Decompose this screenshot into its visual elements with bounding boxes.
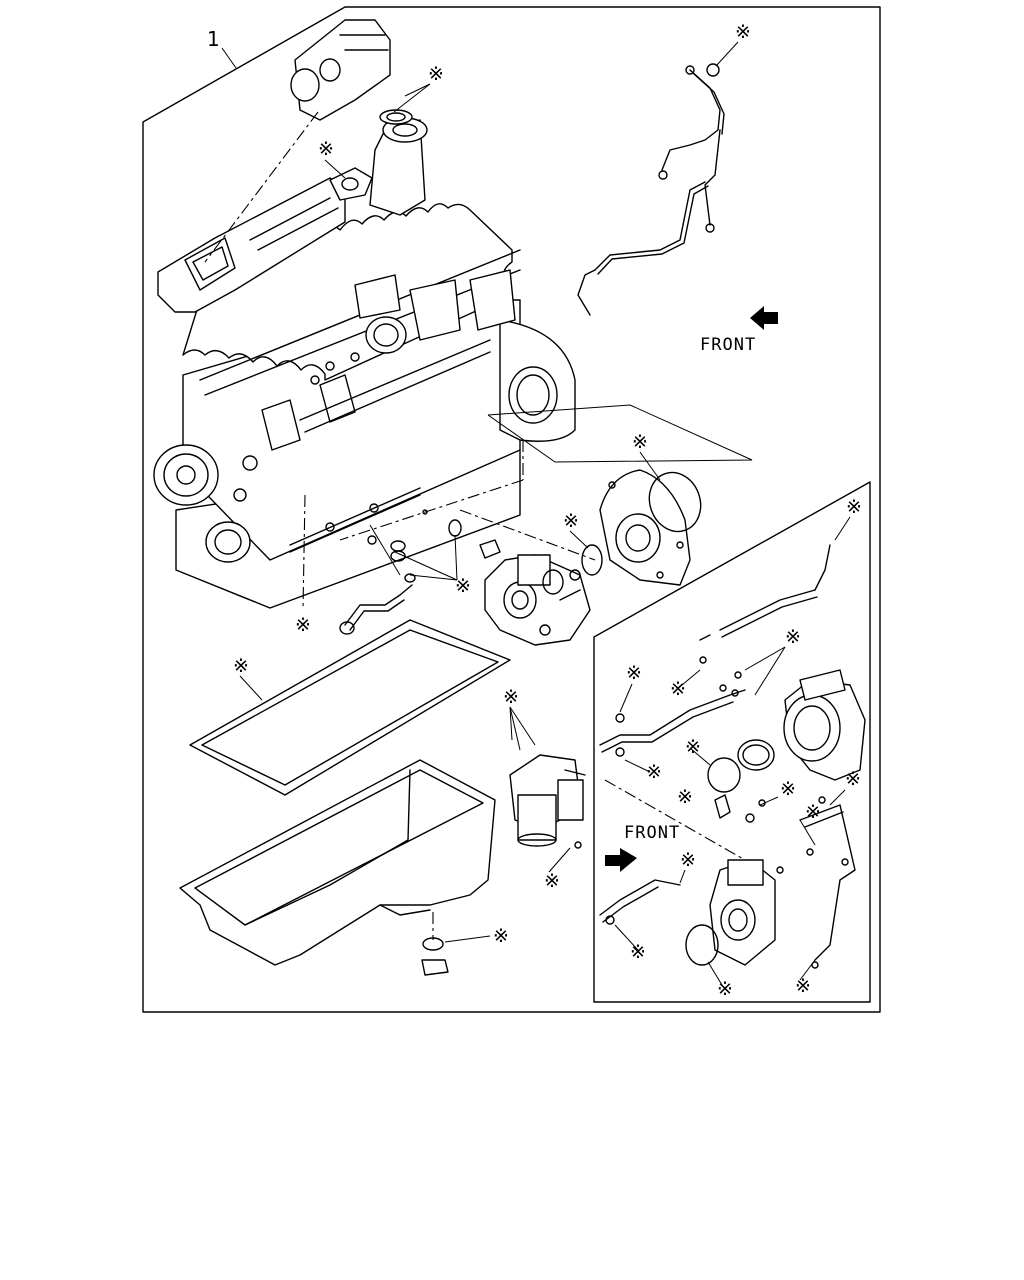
rocker-cover bbox=[157, 177, 346, 313]
turbo-assembly bbox=[599, 544, 866, 969]
engine-block bbox=[153, 203, 576, 609]
asterisk-mark: ※ bbox=[735, 21, 751, 43]
front-label-inset: FRONT bbox=[624, 823, 680, 843]
asterisk-mark: ※ bbox=[632, 431, 648, 453]
front-arrow-inset bbox=[605, 848, 637, 872]
kit-outline bbox=[142, 6, 881, 1013]
asterisk-mark: ※ bbox=[626, 662, 642, 684]
asterisk-mark: ※ bbox=[677, 786, 693, 808]
asterisk-mark: ※ bbox=[455, 575, 471, 597]
front-cover bbox=[581, 469, 702, 586]
asterisk-mark: ※ bbox=[493, 925, 509, 947]
leader-lines bbox=[204, 111, 753, 940]
asterisk-mark: ※ bbox=[805, 801, 821, 823]
asterisk-mark: ※ bbox=[544, 870, 560, 892]
asterisk-mark: ※ bbox=[503, 686, 519, 708]
front-label-top: FRONT bbox=[700, 335, 756, 355]
callout-leader bbox=[221, 47, 237, 69]
harness-pipes bbox=[577, 63, 725, 316]
asterisk-mark: ※ bbox=[846, 496, 862, 518]
asterisk-mark: ※ bbox=[233, 655, 249, 677]
asterisk-leaders bbox=[239, 41, 851, 986]
asterisk-mark: ※ bbox=[685, 736, 701, 758]
asterisk-callouts: ※ ※ ※ ※ ※ ※ ※ ※ ※ ※ ※ ※ ※ ※ ※ ※ ※ ※ ※ ※ … bbox=[233, 21, 862, 1000]
asterisk-mark: ※ bbox=[795, 975, 811, 997]
front-arrow-top bbox=[750, 306, 778, 330]
asterisk-mark: ※ bbox=[780, 778, 796, 800]
asterisk-mark: ※ bbox=[428, 63, 444, 85]
asterisk-mark: ※ bbox=[630, 941, 646, 963]
asterisk-mark: ※ bbox=[295, 614, 311, 636]
asterisk-mark: ※ bbox=[845, 768, 861, 790]
asterisk-mark: ※ bbox=[680, 849, 696, 871]
injection-pump bbox=[479, 539, 591, 646]
asterisk-mark: ※ bbox=[563, 510, 579, 532]
egr-assembly bbox=[290, 19, 428, 216]
oil-filter bbox=[509, 754, 586, 849]
asterisk-mark: ※ bbox=[785, 626, 801, 648]
turbo-inset-frame bbox=[593, 481, 871, 1003]
asterisk-mark: ※ bbox=[318, 138, 334, 160]
oil-pipe bbox=[339, 509, 462, 635]
oil-pan bbox=[179, 759, 496, 976]
callout-number: 1 bbox=[207, 27, 220, 51]
asterisk-mark: ※ bbox=[646, 761, 662, 783]
oil-pan-gasket bbox=[189, 619, 511, 796]
